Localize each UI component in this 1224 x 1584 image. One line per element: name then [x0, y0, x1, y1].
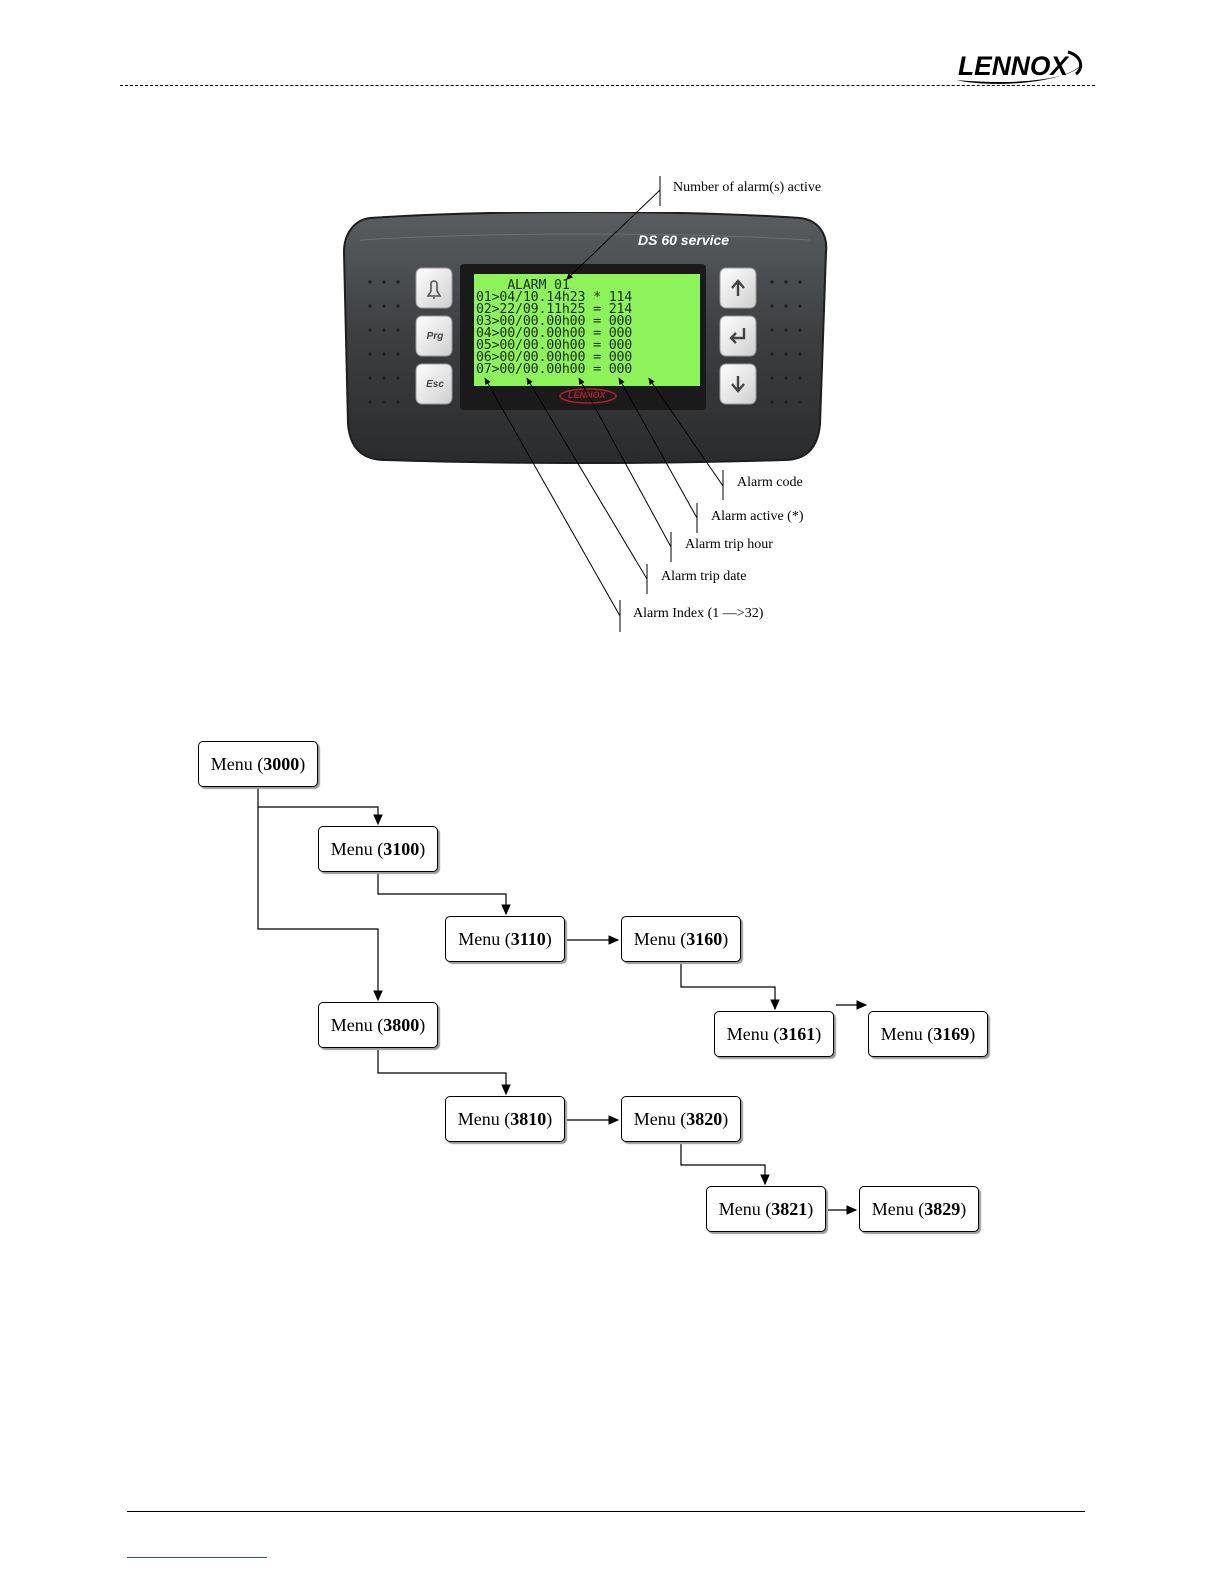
menu-3800-box: Menu (3800) [318, 1002, 438, 1048]
menu-3110-box: Menu (3110) [445, 916, 565, 962]
footer-rule [127, 1511, 1085, 1512]
menu-3161-box: Menu (3161) [714, 1011, 834, 1057]
callout-lines [0, 0, 1224, 700]
footer-link-underline[interactable] [127, 1557, 267, 1558]
menu-3169-box: Menu (3169) [868, 1011, 988, 1057]
menu-3000-box: Menu (3000) [198, 741, 318, 787]
menu-3100-box: Menu (3100) [318, 826, 438, 872]
menu-3821-box: Menu (3821) [706, 1186, 826, 1232]
callout-number-active: Number of alarm(s) active [673, 180, 821, 196]
callout-alarm-code: Alarm code [737, 475, 803, 491]
callout-alarm-index: Alarm Index (1 —>32) [633, 606, 763, 622]
menu-3820-box: Menu (3820) [621, 1096, 741, 1142]
callout-trip-date: Alarm trip date [661, 569, 747, 585]
menu-3160-box: Menu (3160) [621, 916, 741, 962]
callout-trip-hour: Alarm trip hour [685, 537, 773, 553]
menu-tree-connectors [0, 700, 1224, 1260]
menu-3829-box: Menu (3829) [859, 1186, 979, 1232]
menu-3810-box: Menu (3810) [445, 1096, 565, 1142]
callout-alarm-active: Alarm active (*) [711, 509, 804, 525]
